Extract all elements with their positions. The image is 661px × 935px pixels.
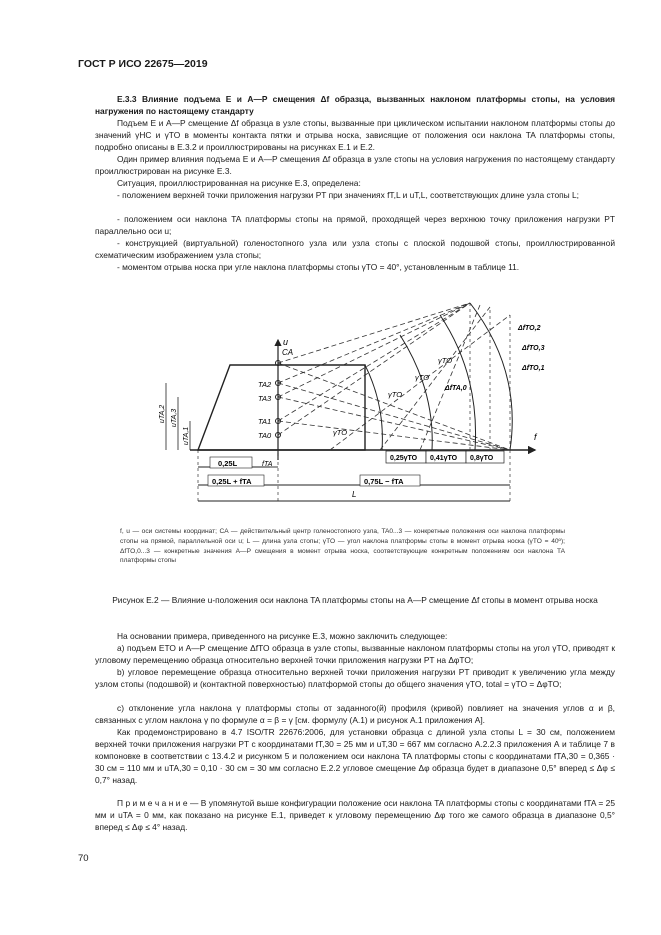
ta2-label: TA2 xyxy=(258,380,272,389)
d1-label: 0,25L xyxy=(218,459,238,468)
df-to1-label: ΔfTO,1 xyxy=(521,365,545,372)
u-ta2-label: uTA,2 xyxy=(159,405,166,423)
angle-label-4: γTO xyxy=(438,356,452,365)
u-ta1-label: uTA,1 xyxy=(183,427,190,445)
ta0-label: TA0 xyxy=(258,431,272,440)
frac-label-3: 0,8γTO xyxy=(470,455,494,462)
paragraph-2: Один пример влияния подъема E и A—P смещ… xyxy=(95,154,615,176)
list-item-3: - конструкцией (виртуальной) голеностопн… xyxy=(95,238,615,260)
document-header: ГОСТ Р ИСО 22675—2019 xyxy=(78,58,208,70)
u-ta3-label: uTA,3 xyxy=(171,409,178,427)
df-ta0-label: ΔfTA,0 xyxy=(444,385,467,392)
d4-label: 0,75L − fTA xyxy=(364,477,404,486)
ta3-label: TA3 xyxy=(258,394,272,403)
frac-label-1: 0,25γTO xyxy=(390,455,418,462)
angle-label-1: γTO xyxy=(333,428,347,437)
d5-label: L xyxy=(352,490,356,499)
section-heading: Е.3.3 Влияние подъема E и A—P смещения Δ… xyxy=(95,94,615,116)
df-to2-label: ΔfTO,2 xyxy=(517,325,541,332)
df-to3-label: ΔfTO,3 xyxy=(521,345,545,352)
angle-label-3: γTO xyxy=(415,373,429,382)
foot-outline xyxy=(196,364,366,451)
pivot-rays xyxy=(277,302,511,451)
ta1-label: TA1 xyxy=(258,417,271,426)
list-item-1: - положением верхней точки приложения на… xyxy=(117,190,579,200)
ta2-point xyxy=(275,380,281,386)
page-number: 70 xyxy=(78,853,89,864)
ca-label: CA xyxy=(282,348,293,357)
list-item-4: - моментом отрыва носка при угле наклона… xyxy=(117,262,520,272)
ta3-point xyxy=(275,394,281,400)
frac-label-2: 0,41γTO xyxy=(430,455,458,462)
conclusion-b: b) угловое перемещение образца относител… xyxy=(95,667,615,689)
d1-box xyxy=(209,456,253,469)
f-axis-label: f xyxy=(534,432,538,442)
u-axis-label: u xyxy=(283,337,288,347)
figure-diagram: u f CA TA2 TA3 TA1 TA0 xyxy=(159,302,545,503)
d3-box xyxy=(207,474,265,487)
figure-caption: f, u — оси системы координат; CA — дейст… xyxy=(120,528,565,565)
frac-box-3 xyxy=(465,450,505,464)
angle-label-2: γTO xyxy=(388,390,402,399)
d2-label: fTA xyxy=(262,461,273,468)
note: П р и м е ч а н и е — В упомянутой выше … xyxy=(95,798,615,832)
u-dimension-lines xyxy=(165,383,191,450)
ta0-point xyxy=(275,432,281,438)
paragraph-4: Как продемонстрировано в 4.7 ISO/TR 2267… xyxy=(95,727,615,785)
conclusions-intro: На основании примера, приведенного на ри… xyxy=(117,631,448,641)
paragraph-3: Ситуация, проиллюстрированная на рисунке… xyxy=(117,178,361,188)
rotation-arcs xyxy=(364,302,513,451)
conclusion-a: а) подъем ETO и A—P смещение ΔfTO образц… xyxy=(95,643,615,665)
d4-box xyxy=(359,474,421,487)
ca-point xyxy=(275,360,281,366)
paragraph-1: Подъем E и A—P смещение Δf образца в узл… xyxy=(95,118,615,152)
d3-label: 0,25L + fTA xyxy=(212,477,252,486)
guide-lines xyxy=(197,303,511,503)
figure-title: Рисунок Е.2 — Влияние u-положения оси на… xyxy=(112,595,598,605)
conclusion-c: c) отклонение угла наклона γ платформы с… xyxy=(95,703,615,725)
list-item-2: - положением оси наклона TA платформы ст… xyxy=(95,214,615,236)
